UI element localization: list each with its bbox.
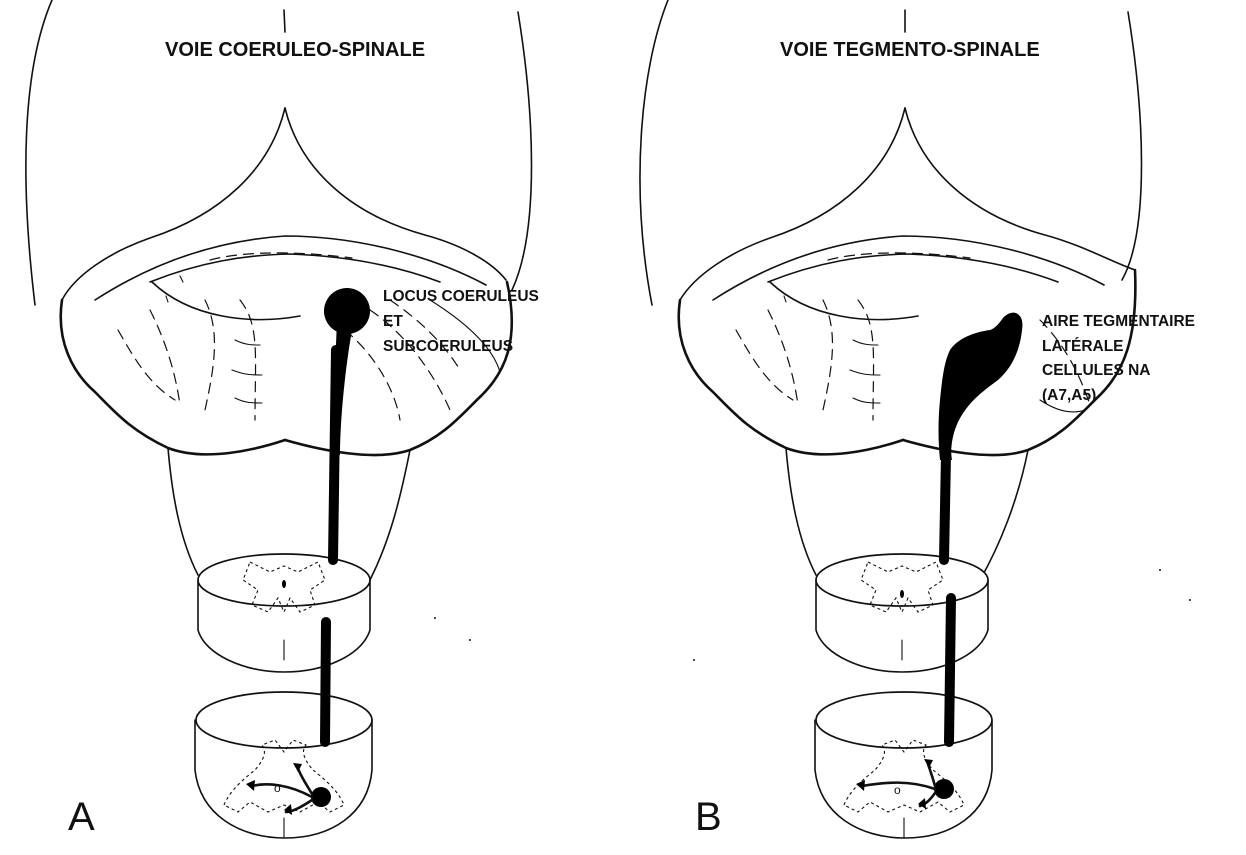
tegmento-spinal-tract [939, 313, 1023, 742]
panel-a-title: VOIE COERULEO-SPINALE [165, 39, 425, 61]
lower-spinal-disc-a: o [195, 692, 372, 838]
lower-spinal-disc-b: o [815, 692, 992, 838]
svg-text:o: o [274, 781, 281, 795]
upper-spinal-disc-a [198, 554, 370, 672]
panel-a-letter: A [68, 795, 95, 839]
locus-coeruleus-nucleus [324, 288, 370, 334]
terminal-arbor-b [856, 759, 954, 809]
scan-speckles [434, 569, 1191, 661]
upper-spinal-disc-b [816, 554, 988, 672]
panel-a: o VOIE COERULEO-SPINALE LOCUS COERULEUS … [26, 0, 543, 839]
coeruleo-spinal-tract [324, 288, 370, 742]
lateral-tegmental-area-label: AIRE TEGMENTAIRE LATÉRALE CELLULES NA (A… [1042, 313, 1199, 404]
lateral-tegmental-area-nucleus [939, 313, 1023, 460]
panel-b-title: VOIE TEGMENTO-SPINALE [780, 39, 1040, 61]
panel-b: o VOIE TEGMENTO-SPINALE AIRE TEGMENTAIRE… [640, 0, 1199, 839]
svg-text:o: o [894, 783, 901, 797]
locus-coeruleus-label: LOCUS COERULEUS ET SUBCOERULEUS [383, 288, 543, 355]
panel-b-letter: B [695, 795, 722, 839]
